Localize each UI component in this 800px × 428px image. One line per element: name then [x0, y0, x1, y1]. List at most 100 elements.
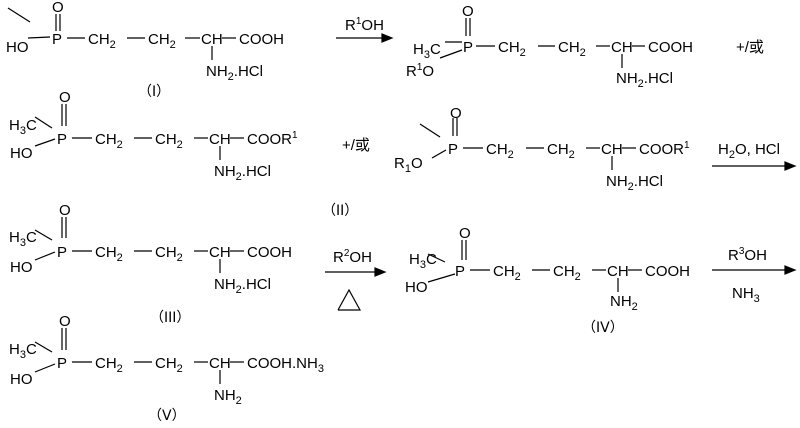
subscript: 2	[575, 271, 581, 283]
amine-group: NH	[606, 173, 628, 190]
and-or-connector: +/或	[736, 39, 764, 56]
methylene-group: CH	[498, 39, 520, 56]
svg-text:H3C: H3C	[9, 229, 37, 249]
subscript: 2	[515, 271, 521, 283]
svg-text:CH2: CH2	[547, 141, 575, 161]
methine-group: CH	[611, 39, 633, 56]
reaction-arrow-4: R3OH NH3	[712, 246, 797, 305]
ho-group: HO	[405, 279, 428, 296]
svg-text:H3C: H3C	[409, 251, 437, 271]
methylene-group: CH	[558, 39, 580, 56]
methylene-group: CH	[486, 141, 508, 158]
compound-II-phosphonate-ester: O H3C R1O P CH2 CH2 CH COOH NH2.HCl +/或	[406, 3, 764, 90]
methyl-tail: C	[26, 117, 37, 134]
methylene-group: CH	[95, 244, 117, 261]
svg-text:H3C: H3C	[9, 117, 37, 137]
svg-text:R1O: R1O	[394, 155, 423, 175]
ho-group: HO	[10, 371, 33, 388]
reagent-tail: O, HCl	[735, 141, 780, 158]
svg-text:CH2: CH2	[155, 244, 183, 264]
and-or-connector: +/或	[342, 137, 370, 154]
subscript: 2	[638, 78, 644, 90]
oxygen-atom: O	[59, 313, 71, 330]
carboxyl-group: COOH	[648, 39, 693, 56]
ammonium-salt-group: COOH.NH	[247, 355, 318, 372]
svg-text:CH2: CH2	[558, 39, 586, 59]
subscript: 2	[117, 139, 123, 151]
subscript: 2	[170, 39, 176, 51]
carboxyl-group: COOH	[247, 244, 292, 261]
svg-text:H3C: H3C	[413, 41, 441, 61]
reagent-alcohol: R	[333, 249, 344, 266]
compound-label: （III）	[150, 310, 190, 326]
oxygen-atom: O	[59, 89, 71, 106]
svg-text:NH2: NH2	[610, 293, 638, 313]
subscript: 2	[177, 363, 183, 375]
reaction-arrow-3: R2OH	[325, 248, 387, 311]
reaction-arrow-1: R1OH	[336, 16, 394, 43]
phosphorus-atom: P	[57, 355, 67, 372]
ester-group: COOR	[247, 131, 292, 148]
reaction-arrow-2: H2O, HCl	[712, 141, 797, 171]
superscript: 1	[417, 62, 423, 73]
reagent-alcohol: R	[728, 247, 739, 264]
methine-group: CH	[601, 141, 623, 158]
superscript: 2	[344, 248, 350, 259]
phosphorus-atom: P	[57, 244, 67, 261]
svg-text:CH2: CH2	[493, 263, 521, 283]
phosphorus-atom: P	[52, 31, 62, 48]
compound-label: （II）	[322, 203, 358, 219]
subscript: 2	[177, 139, 183, 151]
subscript: 2	[236, 284, 242, 296]
carboxyl-group: COOH	[645, 263, 690, 280]
amine-group: NH	[214, 163, 236, 180]
methylene-group: CH	[95, 355, 117, 372]
alkoxy-group: R	[394, 155, 405, 172]
compound-II-carboxylic-ester: O H3C HO P CH2 CH2 CH COOR1 NH2.HCl +/或	[9, 89, 370, 183]
svg-text:NH2.HCl: NH2.HCl	[214, 163, 271, 183]
svg-text:CH2: CH2	[155, 355, 183, 375]
amine-group: NH	[206, 63, 228, 80]
methine-group: CH	[209, 355, 231, 372]
subscript: 2	[520, 47, 526, 59]
oxygen-atom: O	[59, 202, 71, 219]
methylene-group: CH	[155, 244, 177, 261]
svg-text:R1O: R1O	[406, 62, 434, 80]
svg-text:CH2: CH2	[88, 31, 116, 51]
methyl-tail: C	[430, 41, 441, 58]
subscript: 2	[236, 395, 242, 407]
svg-text:R2OH: R2OH	[333, 248, 372, 266]
subscript: 2	[110, 39, 116, 51]
svg-text:CH2: CH2	[95, 131, 123, 151]
subscript: 3	[20, 125, 26, 137]
alkoxy-tail: O	[411, 155, 423, 172]
ester-group: COOR	[639, 141, 684, 158]
methylene-group: CH	[95, 131, 117, 148]
svg-text:CH2: CH2	[498, 39, 526, 59]
amine-group: NH	[616, 70, 638, 87]
compound-label: （IV）	[582, 320, 624, 336]
methylene-group: CH	[155, 131, 177, 148]
subscript: 2	[117, 363, 123, 375]
subscript: 3	[420, 259, 426, 271]
subscript: 3	[20, 237, 26, 249]
methyl-group: H	[9, 229, 20, 246]
amine-group: NH	[610, 293, 632, 310]
methine-group: CH	[607, 263, 629, 280]
methine-group: CH	[209, 244, 231, 261]
phosphorus-atom: P	[455, 263, 465, 280]
svg-text:CH2: CH2	[148, 31, 176, 51]
phosphorus-atom: P	[57, 131, 67, 148]
carboxyl-group: COOH	[239, 31, 284, 48]
subscript: 2	[228, 71, 234, 83]
oxygen-atom: O	[450, 105, 462, 122]
alkoxy-tail: O	[422, 63, 434, 80]
subscript: 2	[236, 171, 242, 183]
epoxide-icon	[337, 288, 362, 311]
superscript: 1	[356, 16, 362, 27]
reagent-tail: OH	[744, 247, 767, 264]
subscript: 2	[729, 149, 735, 161]
subscript: 2	[508, 149, 514, 161]
methylene-group: CH	[493, 263, 515, 280]
methyl-group: H	[409, 251, 420, 268]
